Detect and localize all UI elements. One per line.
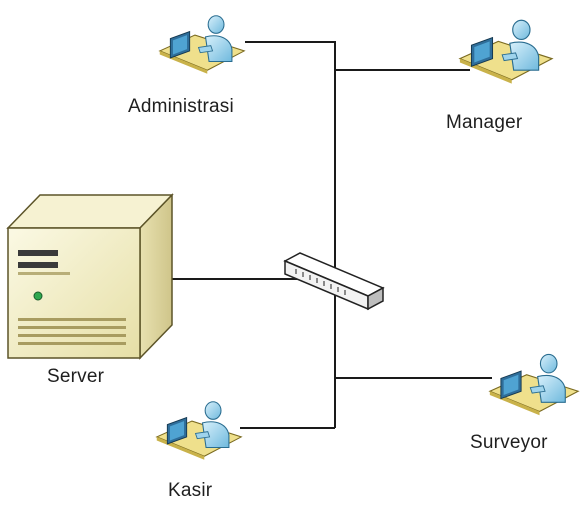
manager-label: Manager	[446, 112, 523, 133]
administrasi-label: Administrasi	[128, 96, 234, 117]
surveyor-label: Surveyor	[470, 432, 548, 453]
network-switch-icon	[283, 252, 385, 311]
surveyor-workstation-icon	[489, 353, 579, 416]
link-administrasi	[245, 41, 336, 70]
server-label: Server	[47, 366, 105, 387]
administrasi-workstation-icon	[159, 15, 245, 74]
server-tower-icon	[6, 193, 174, 360]
manager-workstation-icon	[459, 19, 553, 84]
kasir-workstation-icon	[156, 401, 242, 460]
network-links	[165, 41, 492, 429]
kasir-label: Kasir	[168, 480, 213, 501]
